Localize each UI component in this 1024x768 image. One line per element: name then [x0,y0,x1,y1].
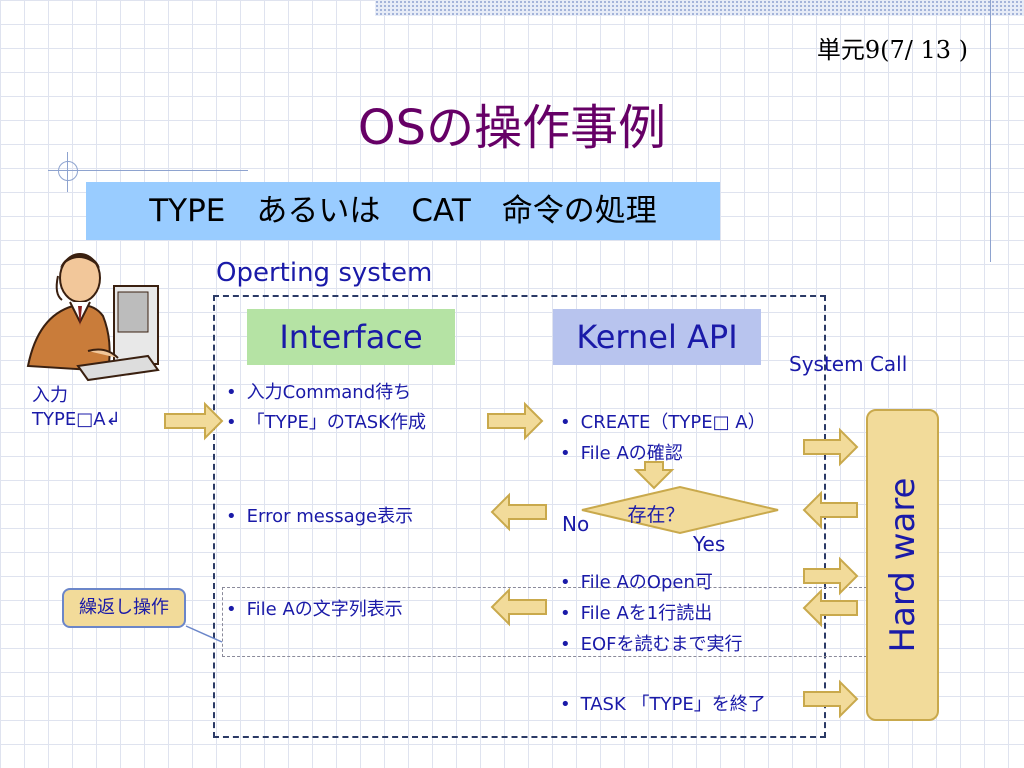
hardware-label: Hard ware [882,477,923,653]
kernel-item-read-line: •File Aを1行読出 [560,603,713,624]
slide-title: OSの操作事例 [357,100,667,156]
frame-circle [58,161,78,181]
decision-diamond [581,485,779,535]
hardware-box: Hard ware [866,409,939,721]
repeat-operation-callout: 繰返し操作 [62,588,186,628]
decision-question: 存在？ [627,504,685,526]
arrow-kernel-to-display [490,587,547,627]
kernel-api-header: Kernel API [553,309,761,365]
callout-pointer [185,625,223,643]
decision-yes-label: Yes [693,532,726,556]
kernel-item-check-file: •File Aの確認 [560,443,683,464]
page-number: 単元9(7/ 13 ) [816,36,968,64]
arrow-kernel-to-hardware-3 [803,679,859,719]
arrow-kernel-to-hardware-2 [803,556,859,596]
arrow-hardware-to-kernel-2 [802,588,858,628]
input-label-line2: TYPE□A↲ [32,409,121,430]
kernel-item-create: •CREATE（TYPE□ A） [560,412,766,433]
interface-header: Interface [247,309,455,365]
interface-item-error-message: •Error message表示 [226,506,414,527]
arrow-kernel-to-error [490,492,547,532]
interface-item-create-task: •「TYPE」のTASK作成 [226,412,426,433]
decision-no-label: No [562,512,590,536]
frame-line-right [990,0,991,262]
top-pattern-band [375,0,1024,16]
arrow-kernel-to-hardware-1 [803,427,859,467]
interface-item-wait-command: •入力Command待ち [226,382,412,403]
input-command-label: 入力 TYPE□A↲ [32,384,121,432]
frame-line-left [48,170,248,171]
arrow-check-to-decision [633,461,675,490]
kernel-item-open-file: •File AのOpen可 [560,572,713,593]
kernel-item-until-eof: •EOFを読むまで実行 [560,634,743,655]
person-at-computer-icon [18,246,168,386]
arrow-input-to-interface [164,401,224,441]
kernel-item-end-task: •TASK 「TYPE」を終了 [560,694,766,715]
interface-item-display-string: •File Aの文字列表示 [226,599,403,620]
os-label: Operting system [216,258,433,288]
frame-line-circle-v [67,152,68,192]
arrow-hardware-to-kernel-1 [802,490,858,530]
input-label-line1: 入力 [32,385,68,406]
arrow-interface-to-kernel [487,401,544,441]
system-call-label: System Call [789,352,908,376]
subtitle-banner: TYPE あるいは CAT 命令の処理 [86,182,720,240]
